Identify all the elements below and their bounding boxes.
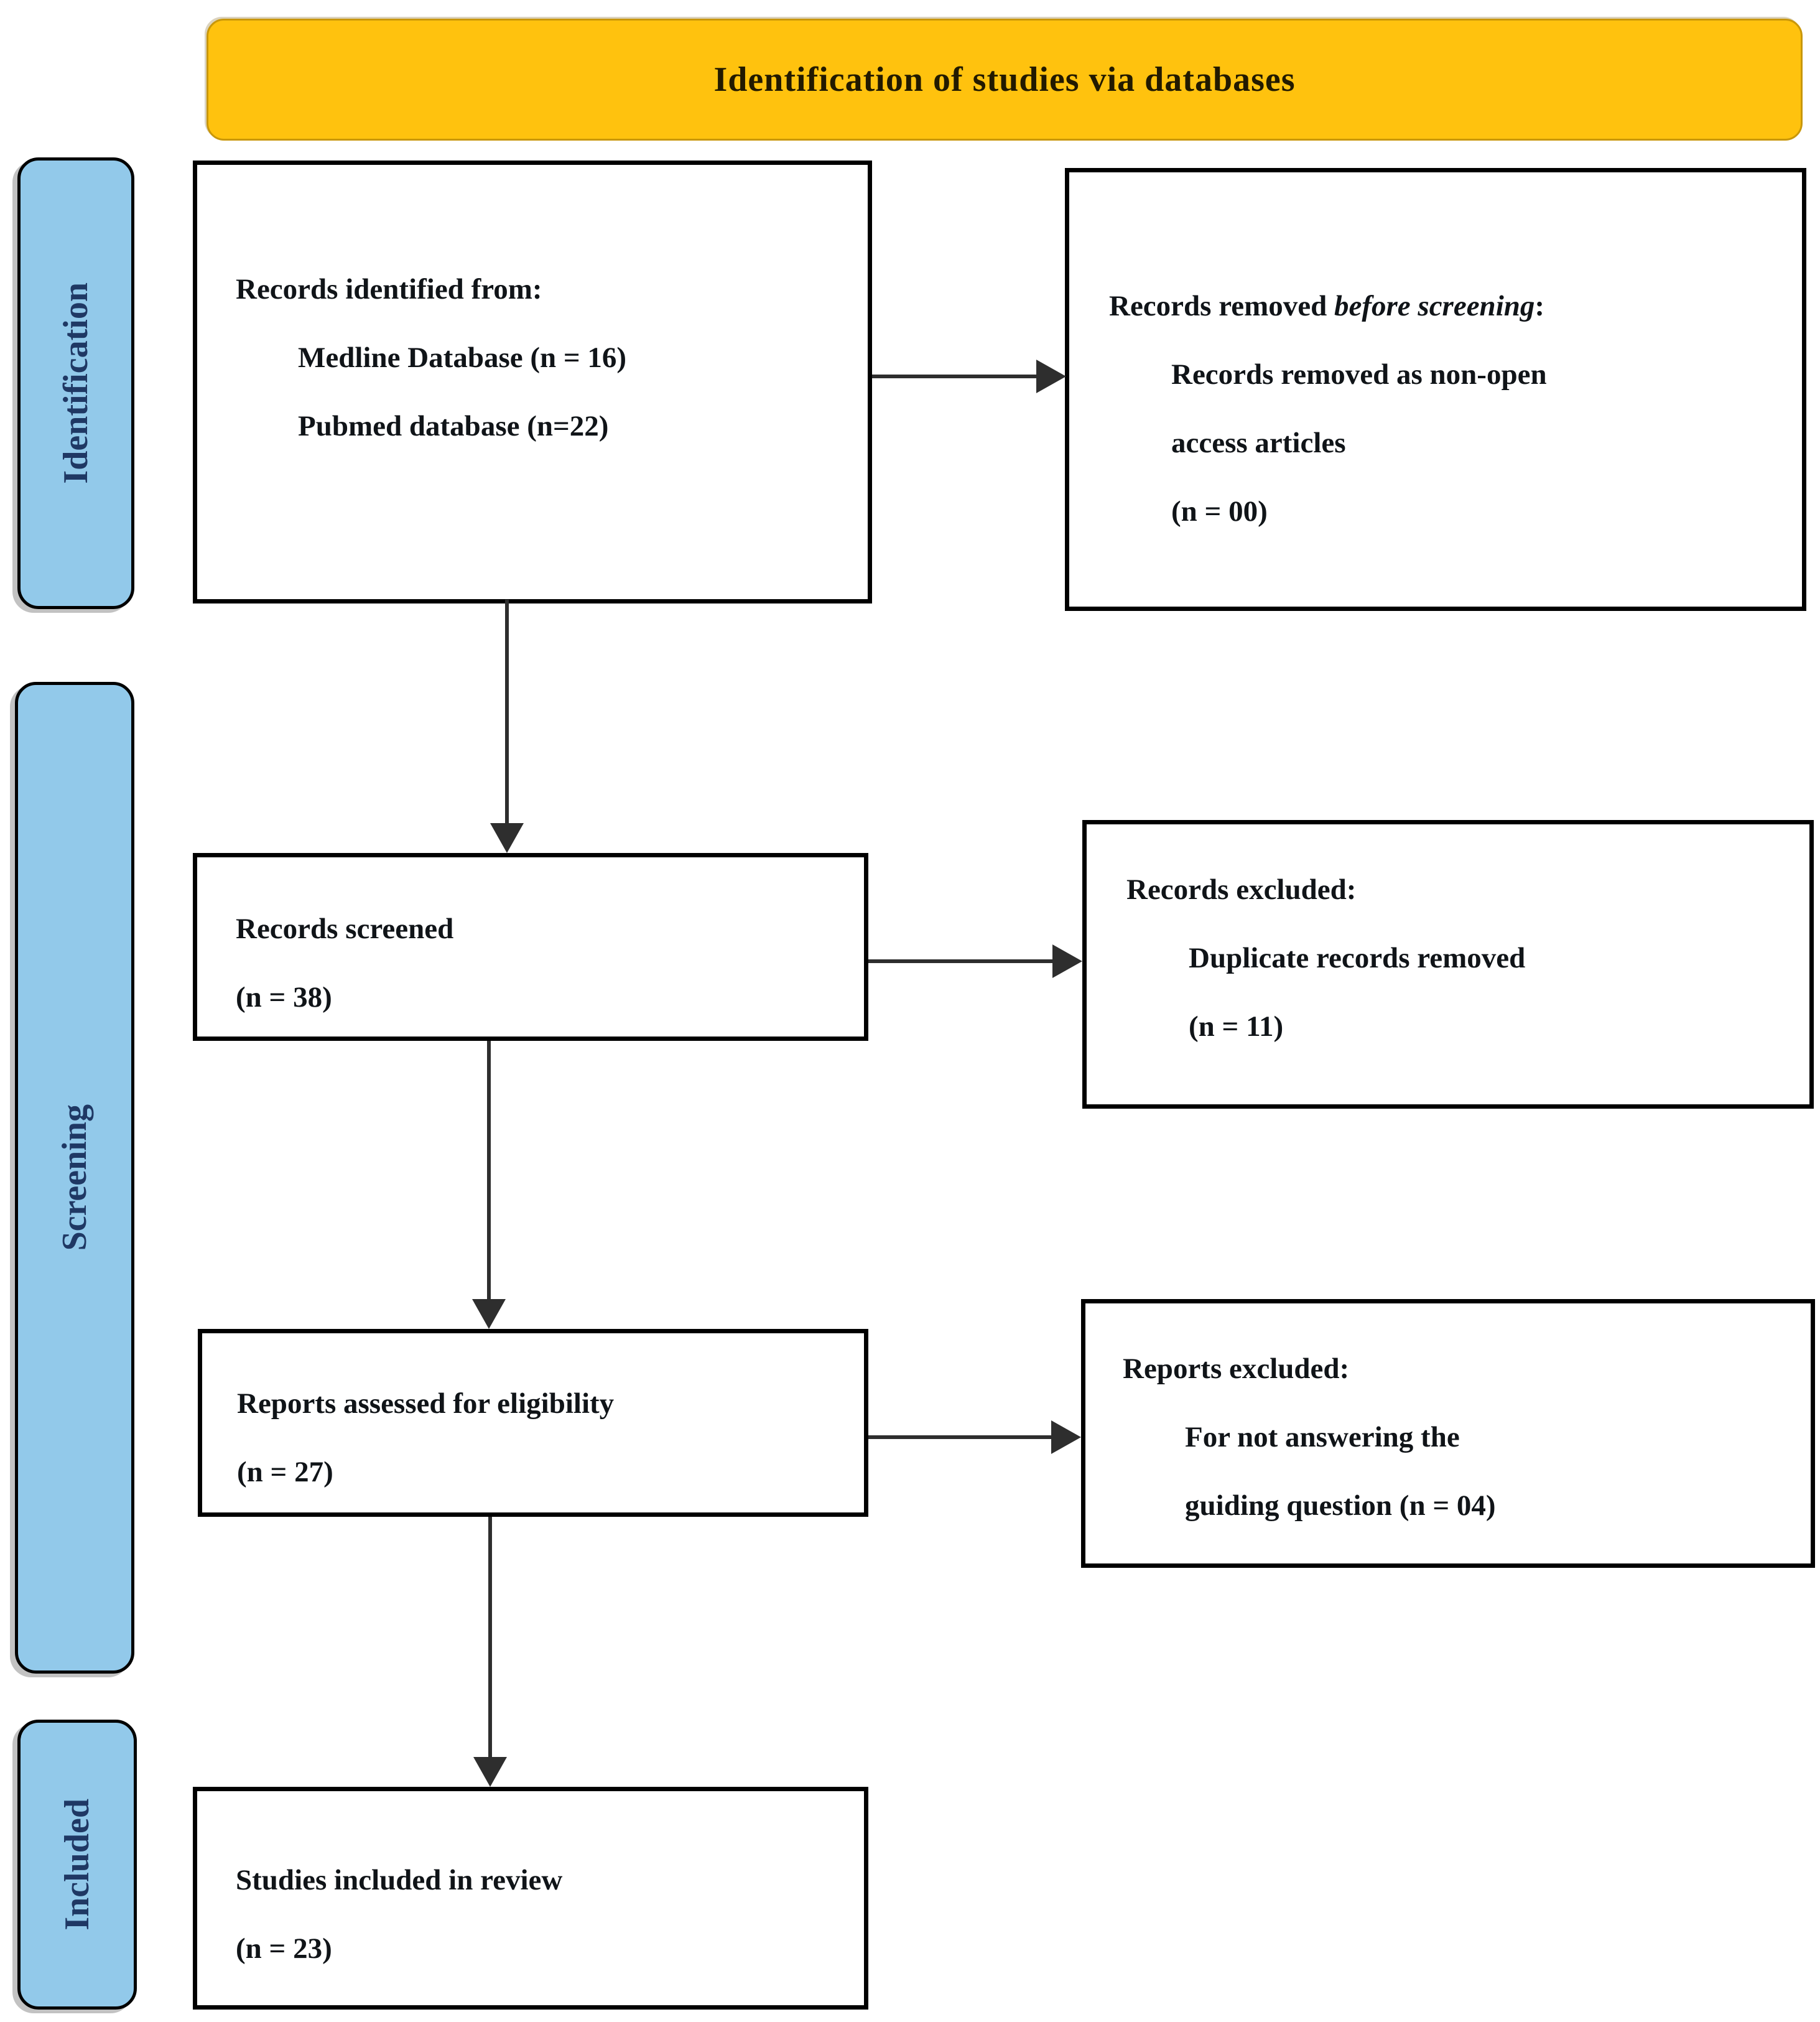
studies-included-line1: Studies included in review [236, 1864, 563, 1896]
stage-identification-label: Identification [57, 282, 95, 484]
box-reports-excluded: Reports excluded: For not answering the … [1081, 1299, 1815, 1568]
arrow-assessed-to-included-line [488, 1517, 492, 1759]
arrow-screened-to-assessed-line [487, 1041, 491, 1302]
box-records-screened: Records screened (n = 38) [193, 853, 868, 1041]
records-excluded-line2: Duplicate records removed [1189, 942, 1526, 974]
stage-identification: Identification [17, 157, 134, 609]
arrow-assessed-to-excluded-head [1051, 1420, 1081, 1454]
arrow-assessed-to-excluded-line [868, 1435, 1052, 1439]
records-removed-line2: Records removed as non-open [1171, 358, 1547, 391]
records-removed-line3: access articles [1171, 427, 1346, 459]
box-records-identified: Records identified from: Medline Databas… [193, 161, 872, 603]
arrow-identified-to-removed-line [872, 375, 1038, 378]
stage-screening: Screening [15, 682, 134, 1674]
arrow-assessed-to-included-head [473, 1757, 507, 1787]
stage-included: Included [17, 1720, 137, 2010]
banner: Identification of studies via databases [207, 19, 1803, 141]
arrow-identified-to-screened-line [505, 600, 509, 827]
records-identified-line1: Records identified from: [236, 273, 542, 305]
box-reports-assessed: Reports assessed for eligibility (n = 27… [198, 1329, 868, 1517]
records-screened-line2: (n = 38) [236, 981, 332, 1013]
records-screened-line1: Records screened [236, 913, 454, 945]
banner-title: Identification of studies via databases [713, 60, 1296, 99]
arrow-identified-to-screened-head [490, 823, 524, 853]
studies-included-line2: (n = 23) [236, 1932, 332, 1965]
arrow-screened-to-excluded-head [1052, 944, 1082, 978]
records-identified-line2: Medline Database (n = 16) [298, 342, 627, 374]
arrow-screened-to-assessed-head [472, 1299, 506, 1329]
records-excluded-line3: (n = 11) [1189, 1010, 1284, 1043]
reports-assessed-line2: (n = 27) [237, 1456, 333, 1488]
records-removed-line4: (n = 00) [1171, 495, 1268, 528]
reports-excluded-line3: guiding question (n = 04) [1185, 1489, 1496, 1522]
stage-included-label: Included [58, 1799, 96, 1931]
reports-excluded-line2: For not answering the [1185, 1421, 1460, 1453]
records-excluded-line1: Records excluded: [1126, 874, 1357, 906]
reports-assessed-line1: Reports assessed for eligibility [237, 1387, 615, 1420]
stage-screening-label: Screening [55, 1104, 94, 1251]
records-identified-line3: Pubmed database (n=22) [298, 410, 609, 442]
box-studies-included: Studies included in review (n = 23) [193, 1787, 868, 2010]
arrow-identified-to-removed-head [1036, 360, 1066, 393]
arrow-screened-to-excluded-line [868, 959, 1054, 963]
reports-excluded-line1: Reports excluded: [1123, 1353, 1350, 1385]
box-records-excluded: Records excluded: Duplicate records remo… [1082, 820, 1814, 1109]
records-removed-line1: Records removed before screening: [1109, 290, 1545, 322]
box-records-removed: Records removed before screening: Record… [1065, 168, 1806, 611]
